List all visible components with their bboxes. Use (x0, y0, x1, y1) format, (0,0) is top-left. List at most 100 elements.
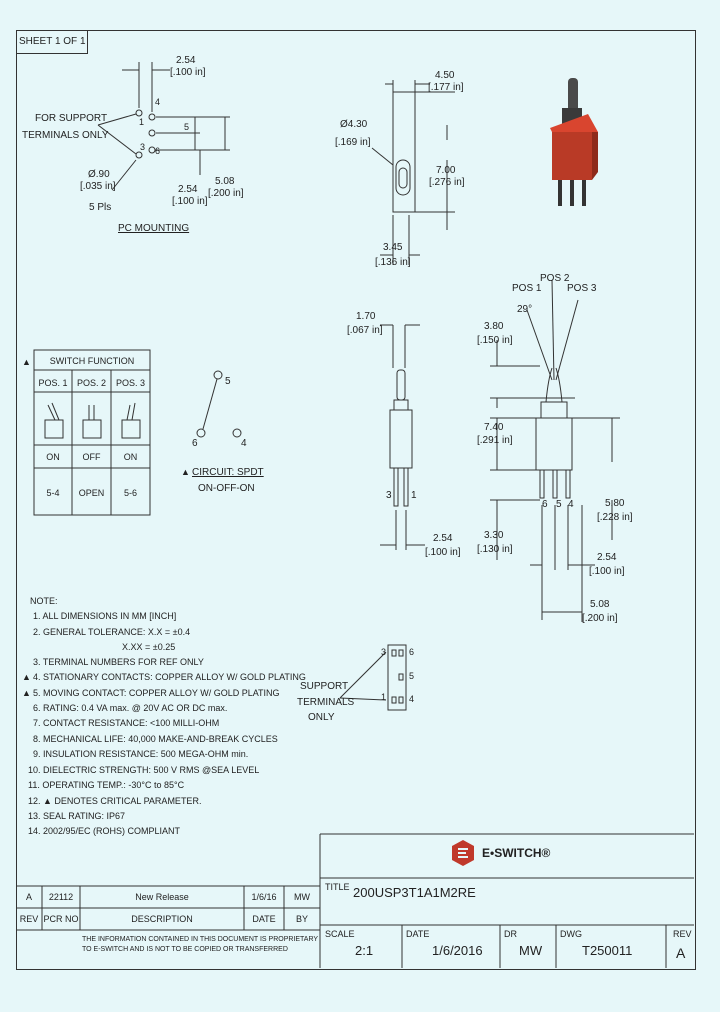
rev-row-desc: New Release (135, 892, 189, 902)
circuit-pin-4: 4 (241, 438, 247, 449)
note-14: 14. 2002/95/EC (ROHS) COMPLIANT (28, 826, 181, 836)
body-dim-in: [.291 in] (477, 435, 513, 446)
front-height: 7.00 (436, 165, 456, 176)
note-13: 13. SEAL RATING: IP67 (28, 811, 126, 821)
state-pos1: ON (46, 452, 60, 462)
bottom-pin-3: 3 (381, 647, 387, 657)
pos2-label: POS 2 (540, 273, 570, 284)
dwg-value: T250011 (582, 943, 633, 958)
dr-label: DR (504, 929, 517, 939)
rev-row-date: 1/6/16 (251, 892, 277, 902)
circuit-marker: ▲ (181, 467, 190, 477)
title-value: 200USP3T1A1M2RE (353, 885, 476, 900)
rev-value: A (676, 945, 686, 961)
body-dim: 7.40 (484, 422, 504, 433)
rev-header-rev: REV (19, 914, 39, 924)
bottom-pin-4: 4 (409, 694, 415, 704)
note-2: 2. GENERAL TOLERANCE: X.X = ±0.4 (33, 627, 191, 637)
pos1-label: POS 1 (512, 283, 542, 294)
note-10: 10. DIELECTRIC STRENGTH: 500 V RMS @SEA … (28, 765, 260, 775)
lever-dim: 3.80 (484, 321, 504, 332)
front-width-in: [.177 in] (428, 82, 464, 93)
title-label: TITLE (325, 882, 350, 892)
right-pin-4: 4 (568, 499, 574, 510)
side-pin-3: 3 (386, 490, 392, 501)
dwg-label: DWG (560, 929, 582, 939)
bushing-dia-in: [.169 in] (335, 137, 371, 148)
pc-right-dim: 5.08 (215, 176, 235, 187)
bottom-pin-6: 6 (409, 647, 415, 657)
bushing-dia: Ø4.30 (340, 119, 368, 130)
bottom-support-2: TERMINALS (297, 697, 355, 708)
dr-value: MW (519, 943, 543, 958)
sheet-label: SHEET 1 OF 1 (19, 36, 86, 47)
pitch-dim-in: [.100 in] (589, 566, 625, 577)
pc-top-dim-in: [.100 in] (170, 67, 206, 78)
hole-dia: Ø.90 (88, 169, 110, 180)
note-9: 9. INSULATION RESISTANCE: 500 MEGA-OHM m… (33, 749, 249, 759)
lever-dim-in: [.150 in] (477, 335, 513, 346)
hole-count: 5 Pls (89, 202, 112, 213)
sheet-label-box (16, 30, 88, 54)
pin-6: 6 (155, 146, 161, 156)
note-11: 11. OPERATING TEMP.: -30°C to 85°C (28, 780, 185, 790)
bottom-support-1: SUPPORT (300, 681, 349, 692)
pc-mid-dim: 2.54 (178, 184, 198, 195)
disclaimer-2: TO E-SWITCH AND IS NOT TO BE COPIED OR T… (82, 946, 288, 953)
circuit-pin-5: 5 (225, 376, 231, 387)
header-pos3: POS. 3 (115, 378, 145, 388)
side-top-dim-in: [.067 in] (347, 325, 383, 336)
pin-len-dim: 3.30 (484, 530, 504, 541)
note-8: 8. MECHANICAL LIFE: 40,000 MAKE-AND-BREA… (33, 734, 278, 744)
rev-row-by: MW (294, 892, 310, 902)
brand-name: E•SWITCH® (482, 846, 551, 860)
date-value: 1/6/2016 (432, 943, 483, 958)
pos3-label: POS 3 (567, 283, 597, 294)
scale-value: 2:1 (355, 943, 374, 958)
circuit-pin-6: 6 (192, 438, 198, 449)
span-dim-in: [.200 in] (582, 613, 618, 624)
note-7: 7. CONTACT RESISTANCE: <100 MILLI-OHM (33, 718, 220, 728)
side-pin-1: 1 (411, 490, 417, 501)
conn-pos3: 5-6 (123, 488, 137, 498)
total-dim-in: [.228 in] (597, 512, 633, 523)
note-12: 12. ▲ DENOTES CRITICAL PARAMETER. (28, 796, 202, 806)
circuit-label: CIRCUIT: SPDT (192, 467, 264, 478)
disclaimer-1: THE INFORMATION CONTAINED IN THIS DOCUME… (82, 936, 319, 943)
side-top-dim: 1.70 (356, 311, 376, 322)
circuit-sublabel: ON-OFF-ON (198, 483, 255, 494)
header-pos2: POS. 2 (76, 378, 106, 388)
rev-label: REV (673, 929, 692, 939)
note-4: 4. STATIONARY CONTACTS: COPPER ALLOY W/ … (33, 672, 306, 682)
front-width: 4.50 (435, 70, 455, 81)
side-bottom-dim-in: [.100 in] (425, 547, 461, 558)
span-dim: 5.08 (590, 599, 610, 610)
switch-function-title: SWITCH FUNCTION (49, 356, 135, 366)
pc-mid-dim-in: [.100 in] (172, 196, 208, 207)
date-label: DATE (406, 929, 430, 939)
pitch-dim: 2.54 (597, 552, 617, 563)
state-pos2: OFF (82, 452, 101, 462)
rev-row-pcr: 22112 (48, 892, 74, 902)
scale-label: SCALE (325, 929, 355, 939)
rev-row-rev: A (25, 892, 32, 902)
front-bottom-in: [.136 in] (375, 257, 411, 268)
pin-len-dim-in: [.130 in] (477, 544, 513, 555)
header-pos1: POS. 1 (38, 378, 68, 388)
note-5: 5. MOVING CONTACT: COPPER ALLOY W/ GOLD … (33, 688, 280, 698)
pc-support-label-2: TERMINALS ONLY (22, 130, 109, 141)
pc-mounting-title: PC MOUNTING (118, 223, 190, 234)
front-bottom: 3.45 (383, 242, 403, 253)
conn-pos2: OPEN (78, 488, 105, 498)
pin-1: 1 (139, 117, 145, 127)
note-1: 1. ALL DIMENSIONS IN MM [INCH] (33, 611, 177, 621)
note-3: 3. TERMINAL NUMBERS FOR REF ONLY (33, 657, 204, 667)
hole-dia-in: [.035 in] (80, 181, 116, 192)
note-4-marker: ▲ (22, 672, 31, 682)
bottom-support-3: ONLY (308, 712, 335, 723)
pin-4: 4 (155, 97, 161, 107)
pin-3: 3 (140, 142, 146, 152)
